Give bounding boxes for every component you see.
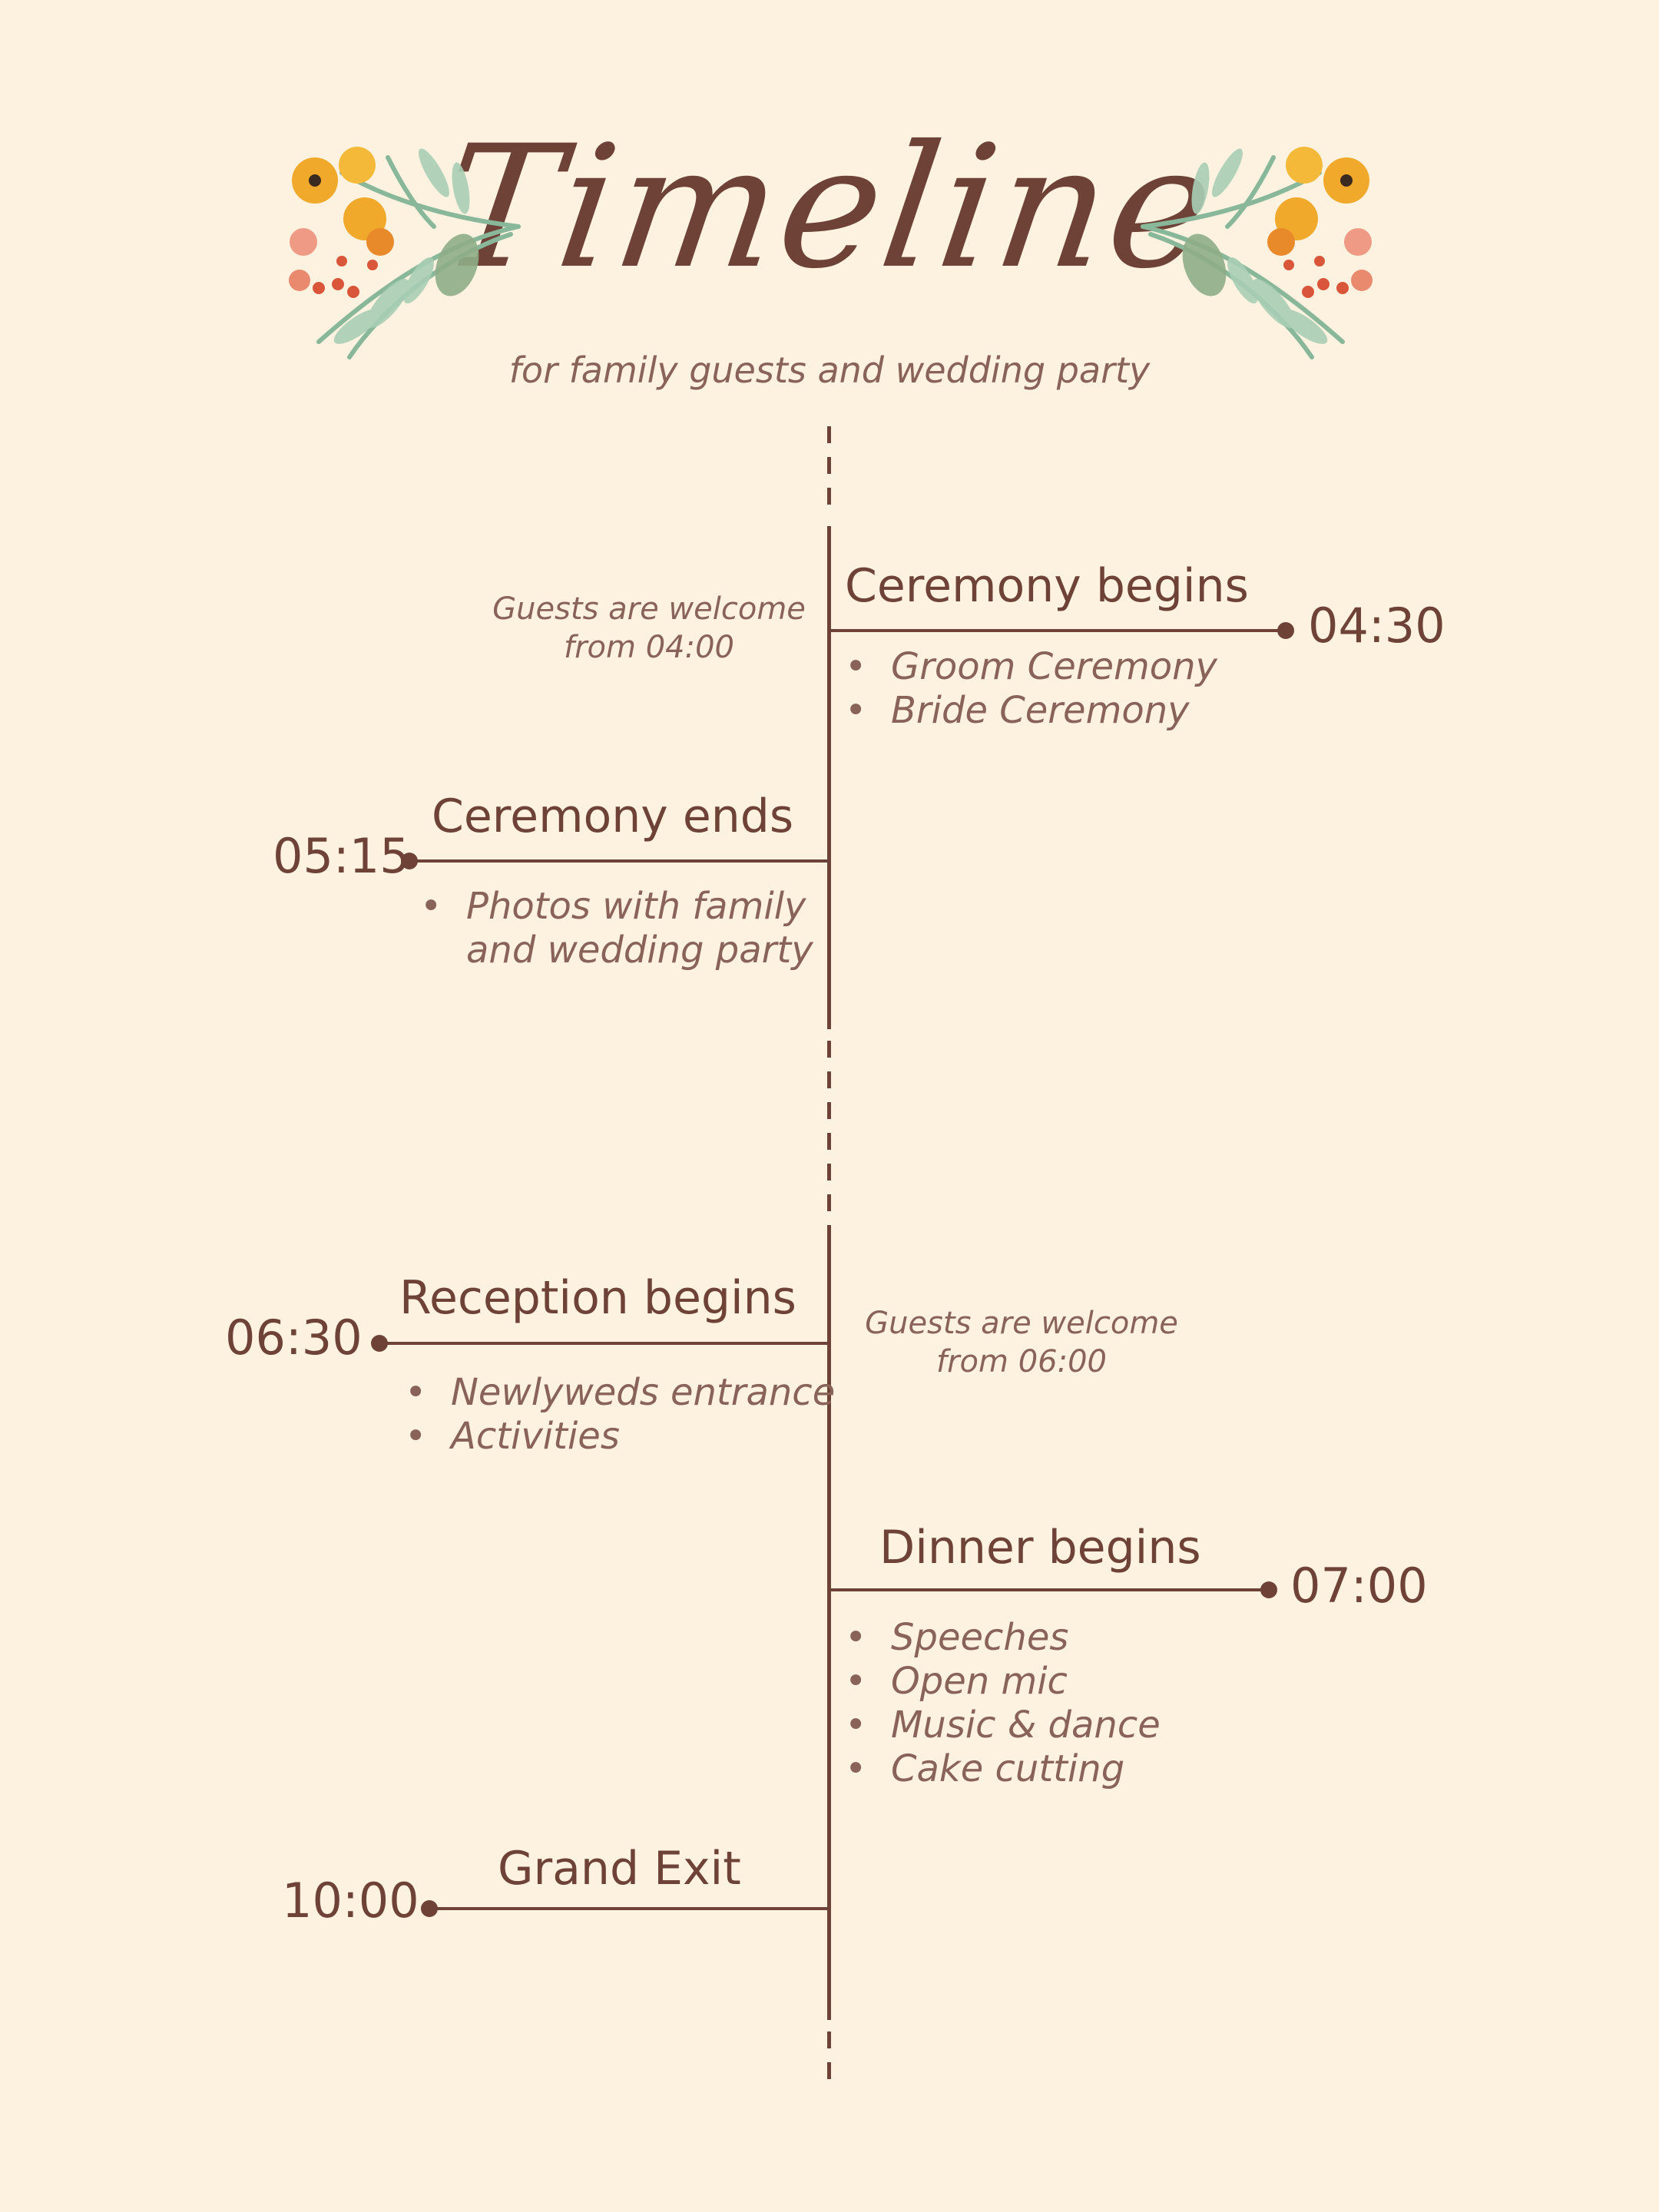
timeline-dash — [827, 1071, 831, 1088]
event-title-dinner-begins: Dinner begins — [879, 1521, 1201, 1575]
timeline-dash — [827, 2032, 831, 2048]
floral-bouquet-icon — [1141, 147, 1373, 359]
page-title: Timeline — [431, 109, 1228, 306]
list-item: Bride Ceremony — [845, 689, 1217, 733]
event-time-reception-begins: 06:30 — [225, 1310, 363, 1366]
event-items-reception-begins: Newlyweds entrance Activities — [405, 1371, 835, 1459]
event-title-ceremony-ends: Ceremony ends — [432, 790, 794, 843]
timeline-dash — [827, 426, 831, 443]
timeline-dash — [827, 1194, 831, 1211]
event-title-ceremony-begins: Ceremony begins — [845, 559, 1249, 613]
list-item: Music & dance — [845, 1704, 1161, 1747]
arrival-note: Guests are welcome from 06:00 — [865, 1306, 1178, 1379]
event-dot — [1277, 622, 1294, 639]
event-time-ceremony-begins: 04:30 — [1308, 598, 1445, 654]
event-items-ceremony-begins: Groom Ceremony Bride Ceremony — [845, 645, 1217, 733]
list-item: and wedding party — [466, 929, 813, 972]
list-item: Open mic — [845, 1660, 1161, 1704]
event-title-grand-exit: Grand Exit — [498, 1842, 741, 1896]
event-title-reception-begins: Reception begins — [399, 1271, 796, 1325]
event-connector — [409, 859, 830, 863]
list-item: Groom Ceremony — [845, 645, 1217, 689]
event-time-dinner-begins: 07:00 — [1290, 1558, 1428, 1614]
timeline-line — [827, 1225, 831, 2020]
event-connector — [830, 629, 1286, 632]
timeline-dash — [827, 2062, 831, 2079]
list-item: Speeches — [845, 1616, 1161, 1660]
event-connector — [429, 1907, 830, 1910]
timeline-dash — [827, 1133, 831, 1150]
event-dot — [1260, 1581, 1277, 1598]
page-subtitle: for family guests and wedding party — [508, 349, 1151, 391]
timeline-dash — [827, 1164, 831, 1181]
timeline-dash — [827, 1102, 831, 1119]
timeline-dash — [827, 488, 831, 505]
event-time-grand-exit: 10:00 — [282, 1873, 419, 1929]
event-connector — [830, 1588, 1270, 1591]
list-item: Activities — [405, 1415, 835, 1459]
arrival-note: Guests are welcome from 04:00 — [492, 591, 806, 665]
list-item: Cake cutting — [845, 1747, 1161, 1791]
event-connector — [379, 1342, 830, 1345]
event-items-ceremony-ends: Photos with family and wedding party — [420, 885, 813, 972]
event-items-dinner-begins: Speeches Open mic Music & dance Cake cut… — [845, 1616, 1161, 1791]
list-item: Newlyweds entrance — [405, 1371, 835, 1415]
list-item: Photos with family — [420, 885, 813, 929]
timeline-dash — [827, 1041, 831, 1058]
event-time-ceremony-ends: 05:15 — [273, 828, 410, 884]
floral-bouquet-icon — [289, 147, 521, 359]
timeline-line — [827, 526, 831, 1029]
timeline-dash — [827, 457, 831, 474]
